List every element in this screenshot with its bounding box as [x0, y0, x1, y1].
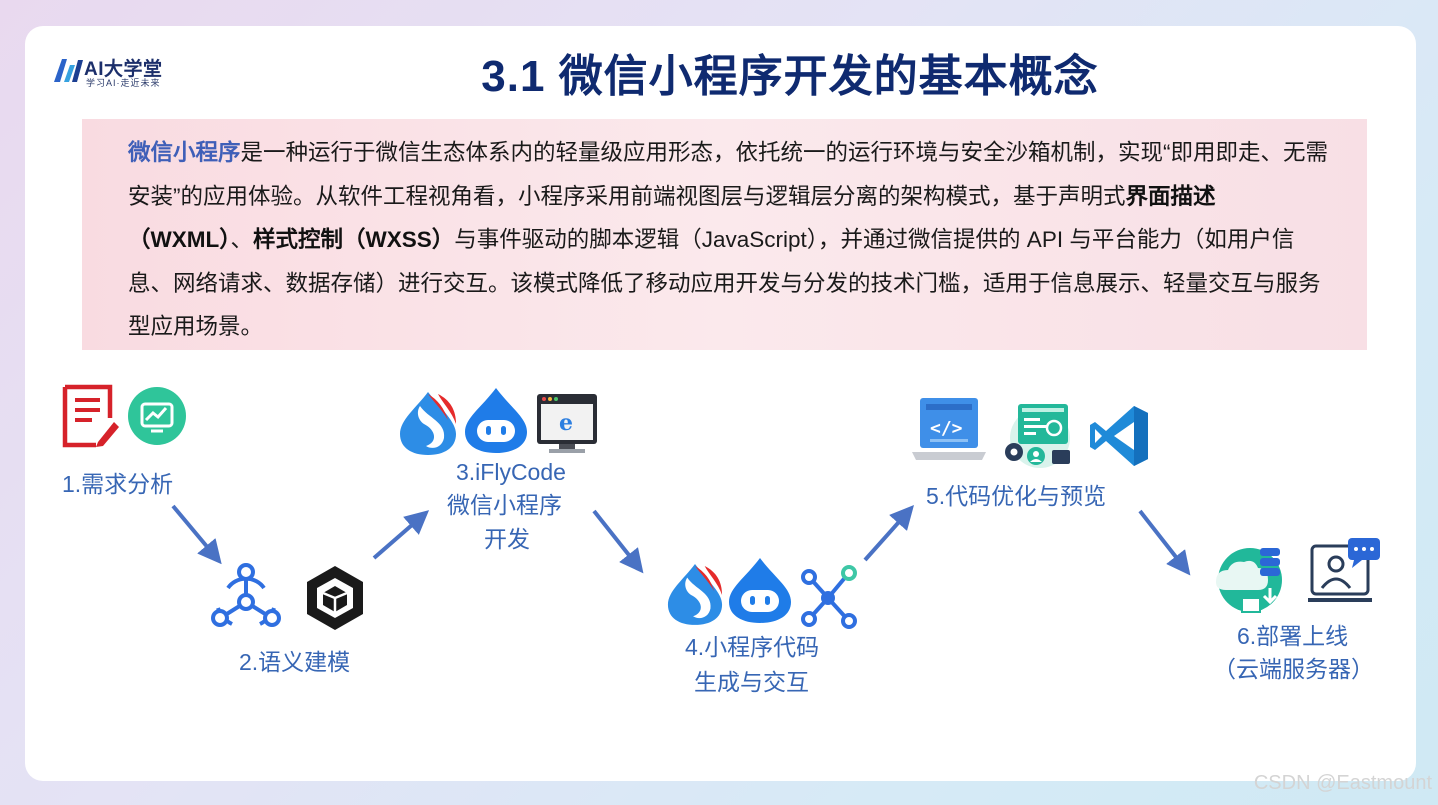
step-6-label-line2: （云端服务器） [1213, 656, 1374, 682]
logo: AI大学堂 学习AI·走近未来 [52, 54, 192, 88]
step-1-label: 1.需求分析 [62, 471, 174, 497]
optimization-dashboard-icon [1005, 404, 1070, 468]
step-4-label-line2: 生成与交互 [694, 669, 809, 695]
interaction-network-icon [801, 565, 857, 629]
step-3-label-line2: 微信小程序 [447, 492, 562, 518]
svg-text:e: e [559, 410, 573, 436]
step-6-label-line1: 6.部署上线 [1237, 623, 1349, 649]
iflycode-logo-icon [667, 564, 723, 625]
assistant-robot-icon [729, 558, 791, 623]
model-cube-icon [307, 566, 363, 630]
intro-wxss: 样式控制（WXSS） [253, 227, 455, 252]
step-5-label: 5.代码优化与预览 [926, 483, 1107, 509]
intro-text-2: 与事件驱动的脚本逻辑（JavaScript），并通过微信提供的 API 与平台能… [128, 227, 1321, 339]
intro-wxml: 界面描述（WXML） [128, 183, 1216, 253]
step-4-label-line1: 4.小程序代码 [685, 634, 820, 660]
step-2-label: 2.语义建模 [239, 649, 351, 675]
assistant-robot-icon [465, 388, 527, 453]
intro-term: 微信小程序 [128, 140, 241, 165]
logo-slogan: 学习AI·走近未来 [86, 78, 161, 88]
semantic-graph-icon [211, 563, 281, 627]
intro-paragraph: 微信小程序是一种运行于微信生态体系内的轻量级应用形态，依托统一的运行环境与安全沙… [82, 119, 1367, 350]
cloud-server-icon [1216, 548, 1282, 613]
code-laptop-icon: </> [912, 398, 986, 460]
svg-text:</>: </> [930, 418, 963, 439]
step-3-label-line1: 3.iFlyCode [456, 459, 566, 485]
page-title: 3.1 微信小程序开发的基本概念 [481, 52, 1099, 101]
watermark: CSDN @Eastmount [1253, 772, 1432, 794]
analysis-chart-icon [128, 387, 186, 445]
deployment-monitor-icon [1308, 538, 1380, 602]
logo-mark-icon [54, 59, 83, 82]
vscode-logo-icon [1090, 406, 1148, 466]
intro-text-1: 是一种运行于微信生态体系内的轻量级应用形态，依托统一的运行环境与安全沙箱机制，实… [128, 140, 1329, 209]
browser-window-icon: e [537, 394, 597, 453]
iflycode-logo-icon [400, 392, 456, 455]
intro-sep: 、 [230, 227, 253, 252]
requirement-document-icon [62, 384, 119, 448]
step-3-label-line3: 开发 [484, 526, 530, 552]
logo-name: AI大学堂 [84, 59, 163, 80]
